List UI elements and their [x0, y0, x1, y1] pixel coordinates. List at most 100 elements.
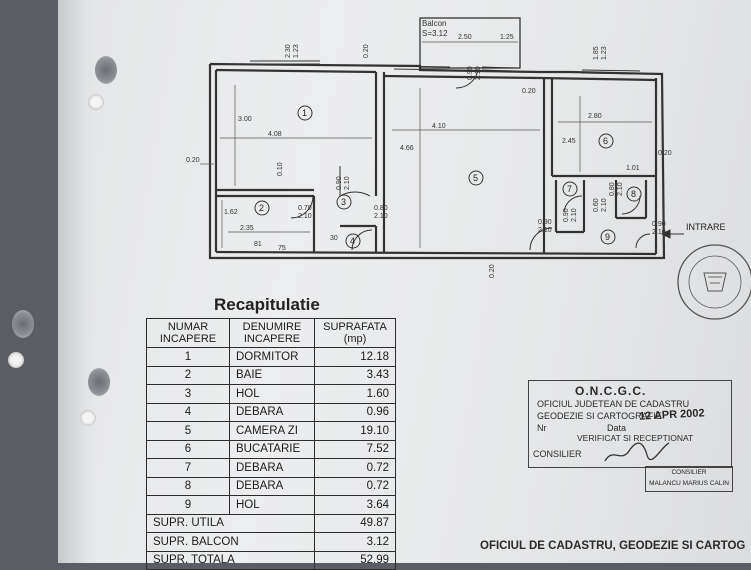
dimension-label: 30 [330, 235, 338, 242]
dimension-label: 2.10 [617, 182, 624, 196]
room-area-cell: 0.72 [314, 458, 396, 478]
paper-edge-shadow [58, 0, 98, 563]
stamp-consilier: CONSILIER [533, 449, 582, 459]
dimension-label: 0.20 [489, 264, 496, 278]
total-label: SUPR. TOTALA [146, 550, 315, 570]
dimension-label: 0.90 [467, 66, 474, 80]
dimension-label: 0.90 [563, 208, 570, 222]
dimension-label: 0.20 [658, 150, 672, 157]
room-number: 2 [259, 203, 264, 213]
floor-plan: 1 2 3 4 5 6 7 8 9 Balcon S=3.12 2.30 1.2… [186, 17, 684, 278]
room-area-cell: 1.60 [314, 384, 396, 404]
balcony-label: Balcon [422, 19, 446, 28]
consilier-name: MALANCU MARIUS CALIN [649, 480, 729, 487]
dimension-label: 1.85 [593, 46, 600, 60]
room-area-cell: 12.18 [314, 347, 396, 367]
dimension-label: 2.10 [652, 229, 666, 236]
signature [604, 442, 670, 462]
room-area-cell: 7.52 [314, 439, 396, 459]
dimension-label: 2.10 [475, 66, 482, 80]
room-number-cell: 8 [146, 476, 230, 496]
room-area-cell: 19.10 [314, 421, 396, 441]
room-number: 3 [341, 197, 346, 207]
dimension-label: 0.60 [593, 198, 600, 212]
binder-hole [95, 56, 117, 84]
room-number-cell: 2 [146, 365, 230, 385]
dimension-label: 0.90 [336, 176, 343, 190]
room-number-cell: 3 [146, 384, 230, 404]
header-name: DENUMIRE INCAPERE [229, 318, 315, 348]
header-area: SUPRAFATA (mp) [314, 318, 396, 348]
room-number: 5 [473, 173, 478, 183]
dimension-label: 2.10 [298, 213, 312, 220]
total-area: 49.87 [314, 513, 396, 533]
recap-title: Recapitulatie [214, 295, 320, 314]
stamp-title: O.N.C.G.C. [575, 384, 647, 398]
stamp-line1: OFICIUL JUDETEAN DE CADASTRU [537, 399, 690, 409]
dimension-label: 4.08 [268, 131, 282, 138]
outer-wall [208, 62, 666, 260]
room-name-cell: DEBARA [229, 402, 315, 422]
dimension-label: 0.10 [277, 162, 284, 176]
dimension-label: 75 [278, 245, 286, 252]
binder-hole [12, 310, 34, 338]
dimension-label: 2.80 [588, 113, 602, 120]
dimension-label: 2.10 [571, 208, 578, 222]
room-name-cell: DORMITOR [229, 347, 315, 367]
dimension-label: 2.45 [562, 138, 576, 145]
dimension-label: 0.90 [538, 219, 552, 226]
room-number-cell: 1 [146, 347, 230, 367]
room-area-cell: 3.43 [314, 365, 396, 385]
room-number: 4 [350, 236, 355, 246]
punch-hole [80, 410, 96, 426]
room-number-cell: 4 [146, 402, 230, 422]
room-name-cell: HOL [229, 495, 315, 515]
dimension-label: 0.90 [652, 221, 666, 228]
dimension-label: 0.20 [186, 157, 200, 164]
stamp-date: 12 APR 2002 [638, 407, 705, 423]
room-area-cell: 0.72 [314, 476, 396, 496]
room-number-cell: 9 [146, 495, 230, 515]
room-number: 9 [605, 232, 610, 242]
room-name-cell: HOL [229, 384, 315, 404]
header-number: NUMAR INCAPERE [146, 318, 230, 348]
entry-label: INTRARE [686, 222, 726, 232]
room-name-cell: DEBARA [229, 476, 315, 496]
punch-hole [88, 94, 104, 110]
room-number: 6 [603, 136, 608, 146]
dimension-label: 0.80 [374, 205, 388, 212]
dimension-label: 0.20 [363, 44, 370, 58]
room-name-cell: BUCATARIE [229, 439, 315, 459]
room-number: 1 [302, 108, 307, 118]
dimension-label: 4.66 [400, 145, 414, 152]
stamp-data: Data [607, 423, 627, 433]
recap-table: NUMAR INCAPERE DENUMIRE INCAPERE SUPRAFA… [146, 318, 396, 570]
dimension-label: 3.00 [238, 116, 252, 123]
room-area-cell: 3.64 [314, 495, 396, 515]
balcony-outline [419, 17, 521, 69]
room-number-cell: 6 [146, 439, 230, 459]
dimension-label: 1.01 [626, 165, 640, 172]
consilier-name-box: CONSILIER MALANCU MARIUS CALIN [645, 466, 733, 492]
dimension-label: 0.20 [522, 88, 536, 95]
room-number-cell: 7 [146, 458, 230, 478]
total-area: 52.99 [314, 550, 396, 570]
consilier-title: CONSILIER [671, 469, 707, 476]
dimension-label: 81 [254, 241, 262, 248]
dimension-label: 2.30 [285, 44, 292, 58]
room-number: 8 [631, 189, 636, 199]
total-area: 3.12 [314, 532, 396, 552]
total-label: SUPR. BALCON [146, 532, 315, 552]
footer-text: OFICIUL DE CADASTRU, GEODEZIE SI CARTOG [480, 540, 746, 552]
